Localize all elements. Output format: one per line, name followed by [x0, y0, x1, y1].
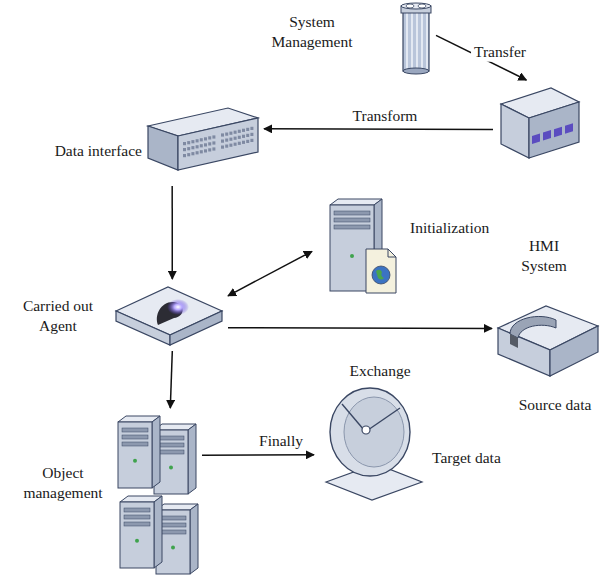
- connector-arrow: [228, 327, 492, 329]
- node-label: Carried out Agent: [6, 296, 110, 336]
- node-label: System Management: [256, 12, 368, 52]
- edge-label: Exchange: [346, 362, 413, 381]
- node-label: Initialization: [410, 218, 504, 238]
- icon-node: Carried out Agent: [114, 283, 224, 347]
- node-illustration: [114, 412, 198, 578]
- node-label: Target data: [432, 448, 522, 468]
- icon-node: Data interface: [146, 106, 260, 182]
- icon-node: Target data: [318, 384, 426, 502]
- node-label: Data interface: [10, 141, 142, 161]
- edge-label: Finally: [256, 432, 306, 451]
- node-illustration: [318, 384, 426, 502]
- connector-arrow: [170, 351, 172, 408]
- node-label: Source data: [506, 395, 604, 415]
- node-illustration: [496, 304, 600, 378]
- node-label: HMI System: [511, 236, 577, 276]
- node-illustration: [497, 84, 581, 160]
- icon-node: System Management: [400, 2, 432, 76]
- node-illustration: [146, 106, 260, 182]
- icon-node: Initialization: [316, 193, 406, 299]
- node-illustration: [114, 283, 224, 347]
- icon-node: Object management: [114, 412, 198, 578]
- node-illustration: [400, 2, 432, 76]
- edge-label: Transform: [350, 107, 421, 126]
- node-label: Object management: [14, 463, 112, 503]
- node-illustration: [316, 193, 406, 299]
- connector-arrow: [264, 128, 493, 130]
- icon-node: HMI System: [497, 84, 581, 160]
- icon-node: Source data: [496, 304, 600, 378]
- connector-arrow: [202, 454, 314, 456]
- connector-arrow: [228, 251, 312, 295]
- connector-arrow: [171, 186, 173, 279]
- edge-label: Transfer: [471, 43, 529, 62]
